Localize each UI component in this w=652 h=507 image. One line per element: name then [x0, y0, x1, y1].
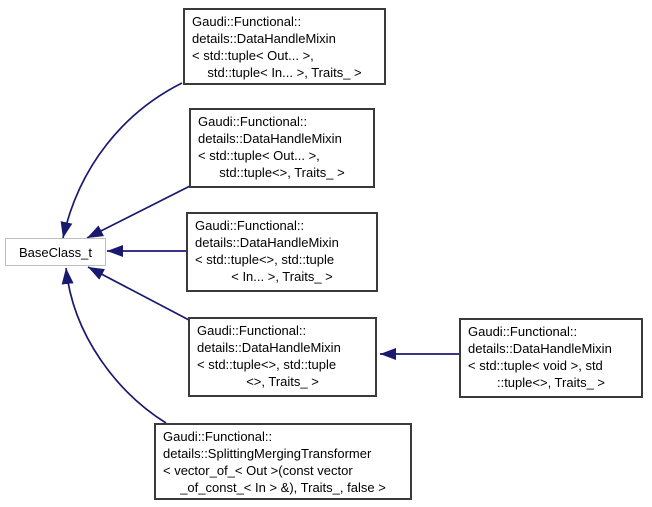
class-name-line: details::DataHandleMixin — [192, 31, 336, 46]
class-name-line: details::DataHandleMixin — [468, 341, 612, 356]
class-name-line: details::DataHandleMixin — [197, 340, 341, 355]
node-datahandlemixin-void-empty-traits[interactable]: Gaudi::Functional:: details::DataHandleM… — [459, 318, 643, 398]
edge-mixin-out-in-to-baseclass — [60, 82, 183, 239]
node-datahandlemixin-out-empty-traits[interactable]: Gaudi::Functional:: details::DataHandleM… — [189, 108, 375, 188]
class-name-line: < In... >, Traits_ > — [231, 269, 333, 284]
class-name-line: Gaudi::Functional:: — [198, 114, 308, 129]
class-name-line: Gaudi::Functional:: — [192, 14, 302, 29]
class-name-line: < std::tuple< void >, std — [468, 358, 603, 373]
class-name-line: details::DataHandleMixin — [198, 131, 342, 146]
node-datahandlemixin-out-in-traits[interactable]: Gaudi::Functional:: details::DataHandleM… — [183, 8, 386, 85]
node-baseclass-t: BaseClass_t — [5, 238, 106, 266]
class-name-line: std::tuple<>, Traits_ > — [219, 165, 345, 180]
class-name-line: std::tuple< In... >, Traits_ > — [207, 65, 362, 80]
class-name-line: <>, Traits_ > — [246, 374, 319, 389]
class-name: BaseClass_t — [19, 244, 92, 260]
class-name-line: ::tuple<>, Traits_ > — [496, 375, 606, 390]
edge-mixin-out-empty-to-baseclass — [86, 185, 191, 239]
class-name-line: < std::tuple<>, std::tuple — [197, 357, 337, 372]
class-name-line: details::SplittingMergingTransformer — [163, 446, 372, 461]
node-splittingmergingtransformer[interactable]: Gaudi::Functional:: details::SplittingMe… — [154, 423, 412, 500]
class-name-line: Gaudi::Functional:: — [197, 323, 307, 338]
class-name-line: < std::tuple< Out... >, — [192, 48, 314, 63]
node-datahandlemixin-empty-empty-traits[interactable]: Gaudi::Functional:: details::DataHandleM… — [188, 317, 377, 397]
class-name-line: < vector_of_< Out >(const vector — [163, 463, 353, 478]
node-datahandlemixin-empty-in-traits[interactable]: Gaudi::Functional:: details::DataHandleM… — [186, 212, 378, 292]
class-name-line: details::DataHandleMixin — [195, 235, 339, 250]
class-name-line: Gaudi::Functional:: — [195, 218, 305, 233]
class-name-line: < std::tuple< Out... >, — [198, 148, 320, 163]
edge-mixin-empty-empty-to-baseclass — [87, 266, 190, 321]
class-name-line: _of_const_< In > &), Traits_, false > — [180, 480, 386, 495]
edge-splittingmergingtransformer-to-baseclass — [61, 267, 167, 424]
class-name-line: Gaudi::Functional:: — [163, 429, 273, 444]
class-name-line: Gaudi::Functional:: — [468, 324, 578, 339]
class-name-line: < std::tuple<>, std::tuple — [195, 252, 335, 267]
